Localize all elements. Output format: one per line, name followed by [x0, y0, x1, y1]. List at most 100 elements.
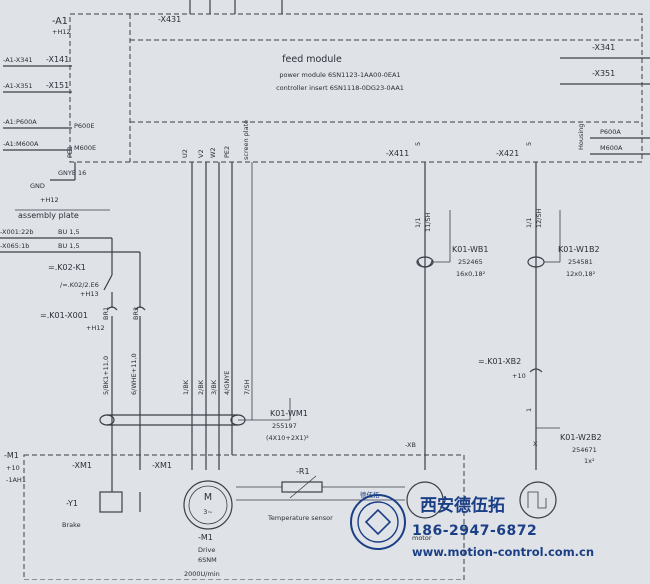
seal-text: 德伍拓 — [360, 490, 380, 499]
x341-right-label: -X341 — [592, 43, 615, 52]
bk1-label: 1/BK — [182, 379, 190, 395]
motor-3phase: 3~ — [203, 508, 213, 516]
w1b2-num: 254581 — [568, 258, 593, 266]
p600e-label: P600E — [74, 122, 94, 130]
w2b2-num: 254671 — [572, 446, 597, 454]
pe2-label: PE2 — [223, 146, 231, 158]
module-controller-line: controller insert 6SN1118-0DG23-0AA1 — [276, 84, 404, 92]
temp-sensor — [236, 475, 405, 501]
a1p600a-label: -A1:P600A — [3, 118, 37, 126]
wm1-num: 255197 — [272, 422, 297, 430]
module-power-line: power module 6SN1123-1AA00-0EA1 — [279, 71, 400, 79]
x151-label: -X151 — [46, 81, 69, 90]
wh11-label: 6/WHE+11,0 — [130, 353, 138, 395]
u2-label: U2 — [181, 149, 189, 158]
x351-right-label: -X351 — [592, 69, 615, 78]
k02ref-label: /=.K02/2.E6 — [60, 281, 99, 289]
k02-contact — [103, 238, 141, 308]
x001-22b-label: -X001:22b — [0, 228, 33, 236]
w1b2-spec: 12x0,18² — [566, 270, 596, 278]
a1-label: -A1 — [52, 16, 68, 27]
xb2-plug — [529, 368, 543, 373]
m1b-label: -M1 — [198, 533, 213, 542]
h13-label: +H13 — [80, 290, 99, 298]
gnye16-label: GNYE 16 — [58, 169, 86, 177]
x141-label: -X141 — [46, 55, 69, 64]
temp-sensor-label: Temperature sensor — [267, 514, 333, 522]
w2b2-spec: 1x² — [584, 457, 595, 465]
m1-h10-label: +10 — [6, 464, 20, 472]
assembly-plate-label: assembly plate — [18, 211, 79, 220]
sh7-label: 7/SH — [243, 380, 251, 395]
gnd-h12-label: +H12 — [40, 196, 59, 204]
cable-shield-symbol — [99, 398, 291, 426]
pin11-b: 1/1 — [525, 218, 533, 228]
x065-1b-label: -X065:1b — [0, 242, 29, 250]
brake-label: Brake — [62, 521, 81, 529]
encoder-wire-x411 — [416, 162, 451, 470]
motor-symbol — [183, 480, 233, 530]
y1-label: -Y1 — [66, 499, 78, 508]
pin5-a: 5 — [414, 142, 422, 146]
xb2-label: =.K01-XB2 — [478, 357, 521, 366]
pin1-b: 1 — [525, 408, 533, 412]
m1-1ah1-label: -1AH1 — [6, 476, 26, 484]
wb1-spec: 16x0,18² — [456, 270, 486, 278]
motor-enc-label: motor — [412, 534, 432, 542]
company-phone: 186-2947-6872 — [412, 523, 537, 539]
p600a-right-label: P600A — [600, 128, 621, 136]
r1-label: -R1 — [296, 467, 310, 476]
pin12sh: 12/SH — [535, 208, 543, 228]
housing-label: Housing — [577, 124, 585, 150]
wm1-spec: (4X10+2X1)² — [266, 434, 309, 442]
bu15b-label: BU 1,5 — [58, 242, 80, 250]
pin11-a: 1/1 — [414, 218, 422, 228]
a1-x341-label: -A1-X341 — [3, 56, 33, 64]
bk2-label: 2/BK — [197, 379, 205, 395]
w1b2-title: K01-W1B2 — [558, 245, 600, 254]
company-url: www.motion-control.com.cn — [412, 545, 594, 559]
m1-label: -M1 — [4, 451, 19, 460]
w2-label: W2 — [209, 147, 217, 158]
br1-label: BR1 — [102, 307, 110, 320]
k02k1-label: =.K02-K1 — [48, 263, 86, 272]
gnd-label: GND — [30, 182, 45, 190]
company-seal-icon — [350, 494, 406, 550]
company-name: 西安德伍拓 — [420, 495, 505, 516]
brake-coil — [99, 470, 141, 513]
company-watermark: 德伍拓 西安德伍拓 186-2947-6872 www.motion-contr… — [350, 490, 594, 559]
top-connector-ticks — [189, 0, 283, 14]
drive-label: Drive — [198, 546, 215, 554]
brake-wires — [111, 316, 141, 470]
xb2-h10: +10 — [512, 372, 526, 380]
m600e-label: M600E — [74, 144, 96, 152]
speed-label: 2000U/min — [184, 570, 220, 578]
x001-plug — [106, 306, 146, 311]
h12b-label: +H12 — [86, 324, 105, 332]
pin111sh-a: 11/SH — [424, 212, 432, 232]
bu15a-label: BU 1,5 — [58, 228, 80, 236]
br2-label: BR2 — [132, 307, 140, 320]
pin5-b: 5 — [525, 142, 533, 146]
model-label: 6SNM — [198, 556, 217, 564]
wm1-title: K01-WM1 — [270, 409, 308, 418]
a1-x351-label: -A1-X351 — [3, 82, 33, 90]
w2b2-title: K01-W2B2 — [560, 433, 602, 442]
m600a-right-label: M600A — [600, 144, 623, 152]
module-title: feed module — [282, 54, 342, 65]
gnye-label: 4/GNYE — [223, 371, 231, 395]
bk3-label: 3/BK — [210, 379, 218, 395]
x421-label: -X421 — [496, 149, 519, 158]
encoder-wire-x421 — [527, 162, 561, 470]
xm1a-label: -XM1 — [72, 461, 92, 470]
motor-power-wires — [191, 162, 253, 470]
encoder-symbols — [406, 481, 557, 519]
motor-m: M — [204, 492, 212, 503]
xm1b-label: -XM1 — [152, 461, 172, 470]
v2-label: V2 — [197, 149, 205, 158]
bk11-label: 5/BK1+11,0 — [102, 356, 110, 395]
a1-h12-label: +H12 — [52, 28, 71, 36]
wb1-num: 252465 — [458, 258, 483, 266]
screen-plate-label: screen plate — [242, 120, 250, 160]
